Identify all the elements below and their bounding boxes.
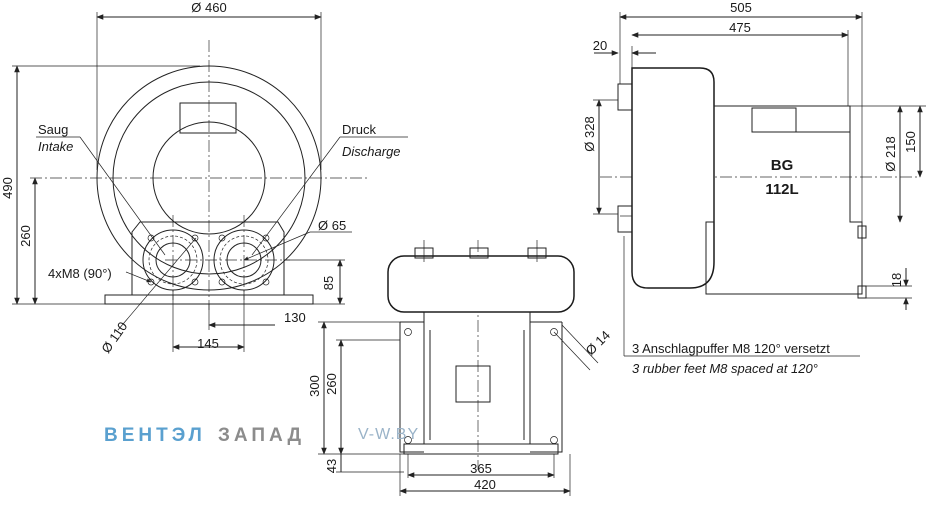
dim-spacing-145: 145 (197, 336, 219, 351)
motor-section (423, 311, 531, 445)
dim-height-300: 300 (307, 375, 322, 397)
bottom-view: 300 260 43 365 420 Ø 14 (307, 240, 613, 496)
dim-width-365: 365 (470, 461, 492, 476)
dim-height-85: 85 (321, 276, 336, 290)
motor-side (705, 105, 863, 295)
label-discharge-de: Druck (342, 122, 376, 137)
dim-foot-43: 43 (324, 459, 339, 473)
note-feet-de: 3 Anschlagpuffer M8 120° versetzt (632, 341, 830, 356)
dim-length-475: 475 (729, 20, 751, 35)
label-intake-en: Intake (38, 139, 73, 154)
housing-section (387, 255, 575, 313)
front-view: Ø 460 490 260 85 130 145 Ø 65 Ø 110 4xM8 (0, 0, 408, 356)
housing-outer-circle (96, 65, 322, 291)
watermark-part2: ЗАПАД (218, 425, 305, 446)
dim-height-490: 490 (0, 177, 15, 199)
motor-circle (152, 121, 266, 235)
watermark-part1: ВЕНТЭЛ (104, 425, 206, 446)
dim-height-150: 150 (903, 131, 918, 153)
watermark-url: V-W.BY (358, 426, 419, 443)
dim-offset-130: 130 (284, 310, 306, 325)
note-feet-en: 3 rubber feet M8 spaced at 120° (632, 361, 818, 376)
model-series: BG (771, 157, 794, 174)
watermark: ВЕНТЭЛ ЗАПАД V-W.BY (104, 425, 419, 446)
dim-dia-460: Ø 460 (191, 0, 226, 15)
dim-dia-110: Ø 110 (98, 319, 130, 356)
dim-height-260: 260 (18, 225, 33, 247)
dim-width-420: 420 (474, 477, 496, 492)
housing-side (631, 67, 715, 289)
dim-foot-18: 18 (889, 273, 904, 287)
dim-length-505: 505 (730, 0, 752, 15)
terminal-box (179, 102, 237, 134)
dim-hole-14: Ø 14 (583, 328, 614, 359)
label-intake-de: Saug (38, 122, 68, 137)
dim-dia-65: Ø 65 (318, 218, 346, 233)
side-view: BG 112L 505 475 20 Ø 328 Ø 218 150 18 (582, 0, 926, 376)
port-block (131, 221, 285, 296)
dim-flange-20: 20 (593, 38, 607, 53)
model-size: 112L (765, 181, 798, 198)
dim-dia-218: Ø 218 (883, 136, 898, 171)
housing-inner-circle (112, 81, 306, 275)
label-discharge-en: Discharge (342, 144, 401, 159)
dim-bolts: 4xM8 (90°) (48, 266, 112, 281)
dim-dia-328: Ø 328 (582, 116, 597, 151)
dim-height-260b: 260 (324, 373, 339, 395)
